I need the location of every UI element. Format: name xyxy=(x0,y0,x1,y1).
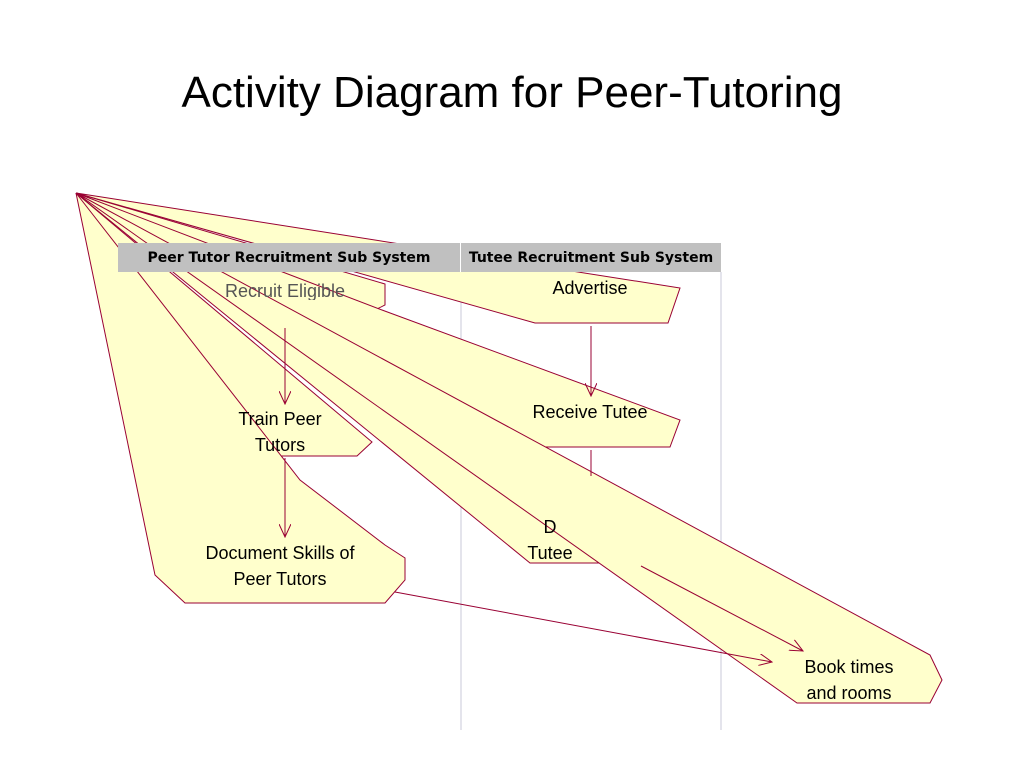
transition-document-tutee-book xyxy=(640,565,803,651)
lane-header-peer-tutor: Peer Tutor Recruitment Sub System xyxy=(118,243,461,272)
transition-document-skills-book xyxy=(394,591,772,662)
activity-document-tutee-label: D Tutee xyxy=(527,517,573,563)
activity-book-label: Book times and rooms xyxy=(804,657,894,703)
activity-receive-tutee-label: Receive Tutee xyxy=(532,402,648,422)
lane-header-tutee: Tutee Recruitment Sub System xyxy=(461,243,721,272)
activity-recruit-label: Recruit Eligible Peer Tutors xyxy=(224,281,346,300)
slide-title: Activity Diagram for Peer-Tutoring xyxy=(181,68,843,117)
activity-advertise-label: Advertise xyxy=(552,278,628,298)
activity-train-label: Train Peer Tutors xyxy=(238,409,322,455)
activity-document-skills-label: Document Skills of Peer Tutors xyxy=(205,543,355,589)
transitions xyxy=(285,326,803,662)
